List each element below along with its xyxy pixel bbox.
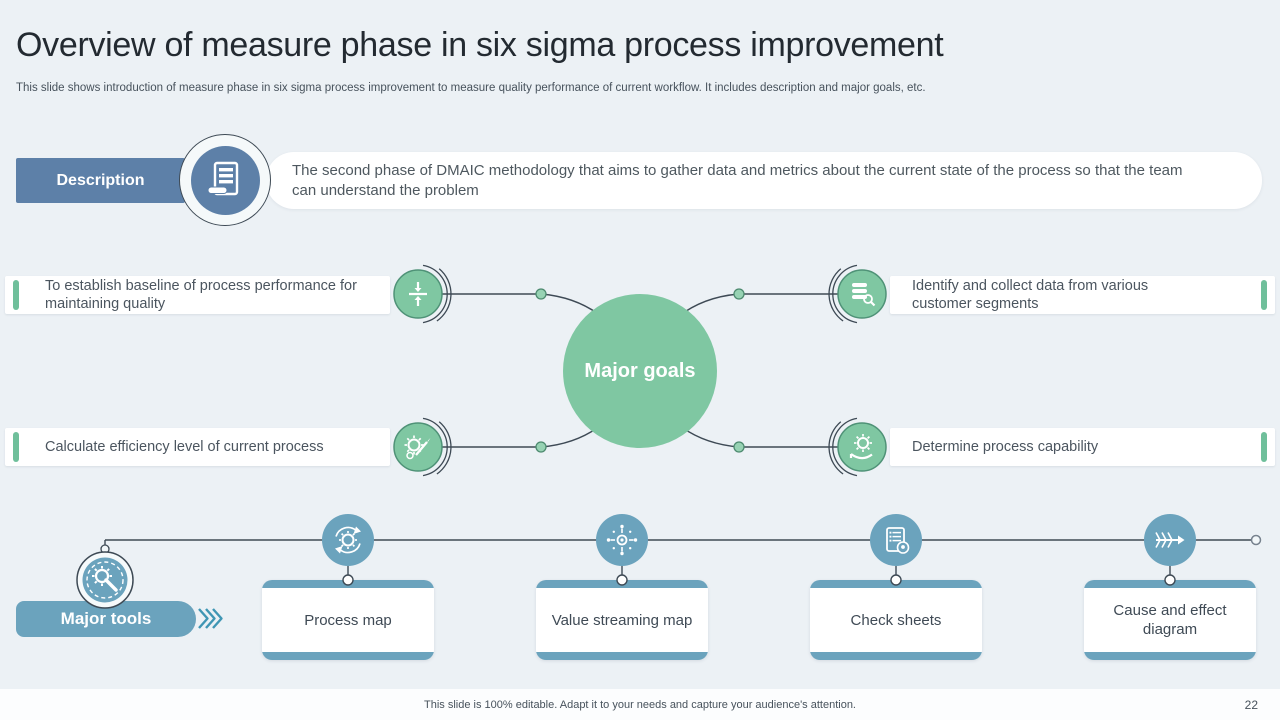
gear-pencil-icon — [393, 417, 452, 477]
footer-bar: This slide is 100% editable. Adapt it to… — [0, 689, 1280, 720]
description-text-box: The second phase of DMAIC methodology th… — [266, 152, 1262, 209]
double-chevron-right-icon — [198, 608, 223, 629]
page-subtitle: This slide shows introduction of measure… — [16, 82, 926, 94]
tool-card-value-streaming-map: Value streaming map — [536, 580, 708, 660]
goal-accent-bar — [1261, 280, 1267, 310]
goal-box-top-left: To establish baseline of process perform… — [5, 276, 390, 314]
goal-text: Identify and collect data from various c… — [912, 278, 1149, 312]
major-goals-circle: Major goals — [563, 294, 717, 448]
card-top-bar — [262, 580, 434, 588]
description-icon-circle — [179, 134, 271, 226]
card-bottom-bar — [536, 652, 708, 660]
gear-magnifier-icon — [76, 544, 134, 609]
timeline-lines — [104, 539, 1251, 576]
goal-text: Determine process capability — [912, 439, 1099, 455]
data-collection-icon — [828, 264, 887, 324]
card-connector-dots — [342, 574, 1176, 586]
goal-text: Calculate efficiency level of current pr… — [45, 439, 324, 455]
hand-gear-icon — [828, 417, 887, 477]
card-top-bar — [536, 580, 708, 588]
description-label: Description — [16, 158, 185, 203]
page-number: 22 — [1244, 697, 1258, 712]
page-title: Overview of measure phase in six sigma p… — [16, 26, 944, 64]
goal-box-top-right: Identify and collect data from various c… — [890, 276, 1275, 314]
hub-spokes-icon — [596, 514, 648, 566]
footer-note: This slide is 100% editable. Adapt it to… — [424, 698, 856, 711]
document-lines-icon — [207, 161, 239, 196]
goal-box-bottom-right: Determine process capability — [890, 428, 1275, 466]
fishbone-icon — [1144, 514, 1196, 566]
tool-card-cause-effect: Cause and effect diagram — [1084, 580, 1256, 660]
timeline-end-dot — [1250, 534, 1262, 546]
description-icon-inner-circle — [190, 145, 260, 215]
card-bottom-bar — [810, 652, 982, 660]
checklist-document-icon — [870, 514, 922, 566]
tool-card-label: Check sheets — [850, 611, 942, 629]
goal-accent-bar — [13, 432, 19, 462]
goal-accent-bar — [1261, 432, 1267, 462]
tool-card-label: Process map — [304, 611, 392, 629]
card-top-bar — [810, 580, 982, 588]
gear-cycle-icon — [322, 514, 374, 566]
baseline-arrows-icon — [393, 264, 452, 324]
goal-accent-bar — [13, 280, 19, 310]
card-bottom-bar — [262, 652, 434, 660]
card-top-bar — [1084, 580, 1256, 588]
goal-text: To establish baseline of process perform… — [45, 278, 357, 312]
tool-card-check-sheets: Check sheets — [810, 580, 982, 660]
tool-card-process-map: Process map — [262, 580, 434, 660]
tool-card-label: Cause and effect diagram — [1113, 602, 1227, 638]
tool-card-label: Value streaming map — [551, 611, 693, 629]
goal-box-bottom-left: Calculate efficiency level of current pr… — [5, 428, 390, 466]
major-tools-label: Major tools — [16, 601, 196, 637]
card-bottom-bar — [1084, 652, 1256, 660]
description-text: The second phase of DMAIC methodology th… — [292, 162, 1183, 199]
